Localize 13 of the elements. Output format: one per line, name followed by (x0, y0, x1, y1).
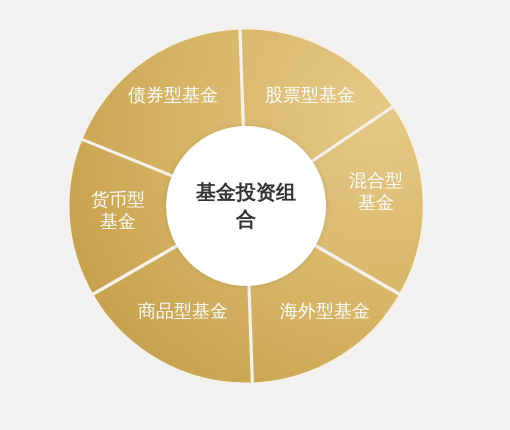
segment-label: 债券型基金 (128, 84, 218, 108)
ring-segment (240, 28, 394, 162)
ring-segment (310, 106, 424, 295)
ring-segment (248, 245, 400, 384)
segment-label: 股票型基金 (264, 84, 355, 108)
ring-segment (68, 139, 178, 295)
ring-segment (92, 245, 252, 384)
segment-label: 混合型基金 (348, 170, 404, 216)
center-label: 基金投资组合 (195, 179, 297, 233)
segment-label: 货币型基金 (90, 189, 146, 234)
segment-label: 海外型基金 (280, 300, 370, 324)
segment-label: 商品型基金 (138, 300, 228, 324)
ring-segment (80, 28, 244, 177)
